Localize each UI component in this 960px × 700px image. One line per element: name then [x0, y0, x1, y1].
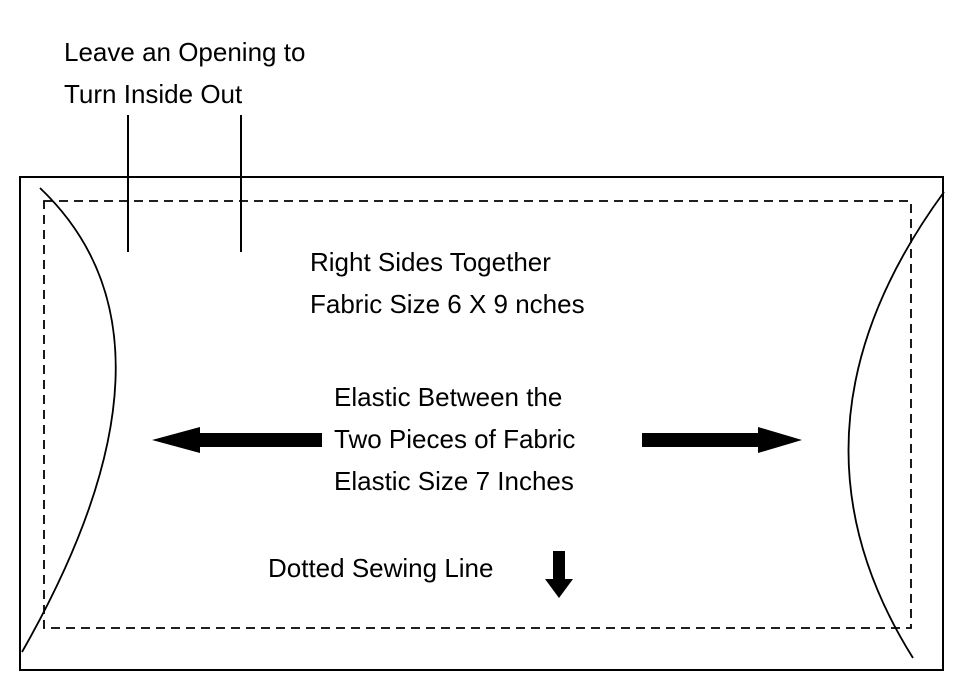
elastic-label-line-2: Two Pieces of Fabric — [334, 424, 576, 454]
elastic-label: Elastic Between the Two Pieces of Fabric… — [334, 376, 575, 502]
arrow-left-icon — [152, 427, 322, 453]
elastic-label-line-3: Elastic Size 7 Inches — [334, 466, 574, 496]
arrow-down-icon — [545, 551, 573, 598]
elastic-curve-right — [847, 191, 945, 659]
fabric-outline — [19, 176, 944, 671]
sewing-line-label: Dotted Sewing Line — [268, 547, 493, 589]
fabric-label: Right Sides Together Fabric Size 6 X 9 n… — [310, 241, 585, 325]
opening-label: Leave an Opening to Turn Inside Out — [64, 31, 305, 115]
arrow-right-icon — [642, 427, 802, 453]
fabric-label-line-1: Right Sides Together — [310, 247, 551, 277]
fabric-label-line-2: Fabric Size 6 X 9 nches — [310, 289, 585, 319]
sewing-line-dotted — [43, 200, 912, 629]
sewing-line-label-text: Dotted Sewing Line — [268, 553, 494, 583]
opening-label-line-1: Leave an Opening to — [64, 37, 306, 67]
opening-label-line-2: Turn Inside Out — [64, 79, 243, 109]
elastic-label-line-1: Elastic Between the — [334, 382, 563, 412]
elastic-curve-left — [21, 187, 117, 653]
